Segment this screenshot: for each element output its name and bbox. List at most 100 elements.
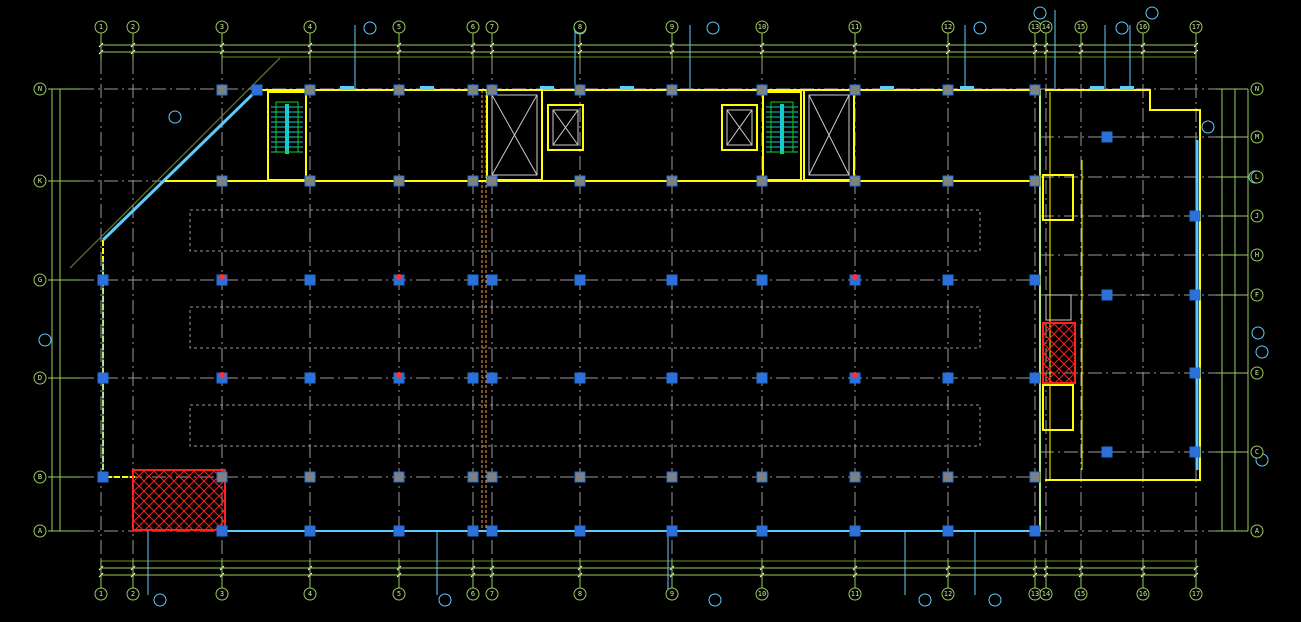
axis-bubble [665, 587, 679, 601]
parking-zone [189, 306, 981, 349]
structural-column [942, 372, 954, 384]
axis-label-bottom: 3 [220, 590, 224, 598]
structural-column [666, 372, 678, 384]
window-marker [1090, 86, 1104, 90]
axis-label-bottom: 7 [490, 590, 494, 598]
hatch-line [1052, 322, 1076, 346]
exterior-wall [222, 89, 1041, 532]
axis-label-bottom: 4 [308, 590, 312, 598]
structural-column [216, 471, 228, 483]
hatched-room [132, 469, 226, 531]
window-marker [340, 86, 354, 90]
axis-label-top: 7 [490, 23, 494, 31]
hatch-line [132, 519, 144, 531]
hatch-line [1042, 332, 1076, 366]
structural-column [1101, 289, 1113, 301]
detail-callout-bubble [988, 593, 1002, 607]
axis-label-bottom: 11 [851, 590, 859, 598]
axis-bubble [392, 587, 406, 601]
axis-bubble [573, 587, 587, 601]
column-marker [852, 372, 858, 378]
structural-column [304, 274, 316, 286]
axis-bubble [33, 82, 47, 96]
elevator-cross [552, 109, 579, 146]
column-marker [396, 372, 402, 378]
structural-column [1101, 131, 1113, 143]
detail-callout-bubble [1201, 120, 1215, 134]
axis-bubble [1039, 587, 1053, 601]
hatch-line [132, 469, 166, 503]
axis-label-bottom: 15 [1077, 590, 1085, 598]
elevator-car [491, 94, 538, 176]
axis-label-left: N [38, 85, 42, 93]
hatch-line [164, 469, 226, 531]
hatch-line [162, 469, 224, 531]
axis-bubble [126, 587, 140, 601]
detail-callout-bubble [1115, 21, 1129, 35]
axis-bubble [94, 587, 108, 601]
hatch-line [174, 479, 226, 531]
structural-column [467, 274, 479, 286]
hatch-line [1042, 322, 1046, 326]
hatched-room [1042, 322, 1076, 384]
structural-column [304, 84, 316, 96]
hatch-line [132, 489, 174, 531]
axis-bubble [303, 20, 317, 34]
structural-column [216, 175, 228, 187]
structural-column [486, 175, 498, 187]
hatch-line [132, 469, 176, 513]
axis-bubble [392, 20, 406, 34]
structural-column [467, 471, 479, 483]
structural-column [1189, 367, 1201, 379]
structural-column [251, 84, 263, 96]
hatch-line [152, 469, 214, 531]
axis-label-bottom: 17 [1192, 590, 1200, 598]
axis-bubble [1250, 209, 1264, 223]
structural-column [1189, 446, 1201, 458]
structural-column [942, 84, 954, 96]
structural-column [756, 372, 768, 384]
parking-zone [189, 209, 981, 252]
axis-label-left: A [38, 527, 43, 535]
axis-bubble [1189, 20, 1203, 34]
axis-label-top: 2 [131, 23, 135, 31]
axis-bubble [573, 20, 587, 34]
axis-bubble [848, 20, 862, 34]
hatch-line [132, 499, 164, 531]
axis-label-top: 13 [1031, 23, 1039, 31]
detail-callout-bubble [1255, 345, 1269, 359]
axis-label-top: 4 [308, 23, 312, 31]
structural-column [393, 84, 405, 96]
structural-column [304, 471, 316, 483]
structural-column [849, 84, 861, 96]
structural-column [666, 471, 678, 483]
elevator-cross [726, 109, 753, 146]
structural-column [849, 471, 861, 483]
axis-bubble [1250, 248, 1264, 262]
axis-bubble [1250, 170, 1264, 184]
structural-column [756, 525, 768, 537]
axis-label-top: 14 [1042, 23, 1050, 31]
parking-zones [189, 209, 981, 447]
detail-callout-bubble [708, 593, 722, 607]
parking-zone [189, 404, 981, 447]
axis-label-top: 10 [758, 23, 766, 31]
axis-label-right: H [1255, 251, 1259, 259]
structural-column [486, 274, 498, 286]
hatch-line [204, 509, 226, 531]
detail-callout-bubble [973, 21, 987, 35]
structural-column [393, 471, 405, 483]
hatch-line [132, 469, 156, 493]
axis-label-top: 5 [397, 23, 401, 31]
stair-enclosure [1042, 174, 1074, 221]
window-marker [540, 86, 554, 90]
elevator-cross [491, 94, 538, 176]
hatch-line [1042, 322, 1066, 346]
axis-bubble [33, 470, 47, 484]
stair-outline [275, 101, 299, 153]
structural-column [304, 372, 316, 384]
stair-outline [770, 101, 794, 153]
elevator-car [808, 94, 850, 176]
axis-label-top: 11 [851, 23, 859, 31]
